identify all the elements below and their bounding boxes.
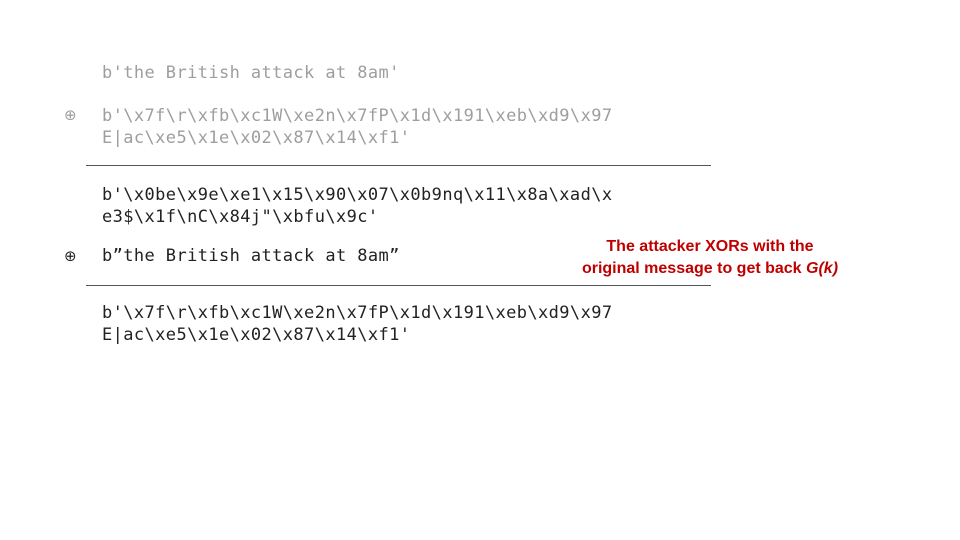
annotation-emphasis: G(k) [806,260,839,277]
keystream-line-2: E|ac\xe5\x1e\x02\x87\x14\xf1' [102,128,411,148]
ciphertext-line-1: b'\x0be\x9e\xe1\x15\x90\x07\x0b9nq\x11\x… [102,185,613,205]
annotation: The attacker XORs with the original mess… [540,236,880,280]
annotation-line-2-text: original message to get back [581,260,807,277]
annotation-line-1: The attacker XORs with the [606,238,814,255]
xor-icon: ⊕ [64,106,77,124]
ciphertext-line-2: e3$\x1f\nC\x84j"\xbfu\x9c' [102,207,379,227]
result-line-2: E|ac\xe5\x1e\x02\x87\x14\xf1' [102,325,411,345]
keystream-line-1: b'\x7f\r\xfb\xc1W\xe2n\x7fP\x1d\x191\xeb… [102,106,613,126]
xor-icon: ⊕ [64,247,77,265]
annotation-line-2: original message to get back G(k) [540,258,880,280]
original-message-line: b”the British attack at 8am” [102,246,400,266]
divider-rule-1 [86,165,711,166]
plaintext-line: b'the British attack at 8am' [102,63,400,83]
divider-rule-2 [86,285,711,286]
result-line-1: b'\x7f\r\xfb\xc1W\xe2n\x7fP\x1d\x191\xeb… [102,303,613,323]
